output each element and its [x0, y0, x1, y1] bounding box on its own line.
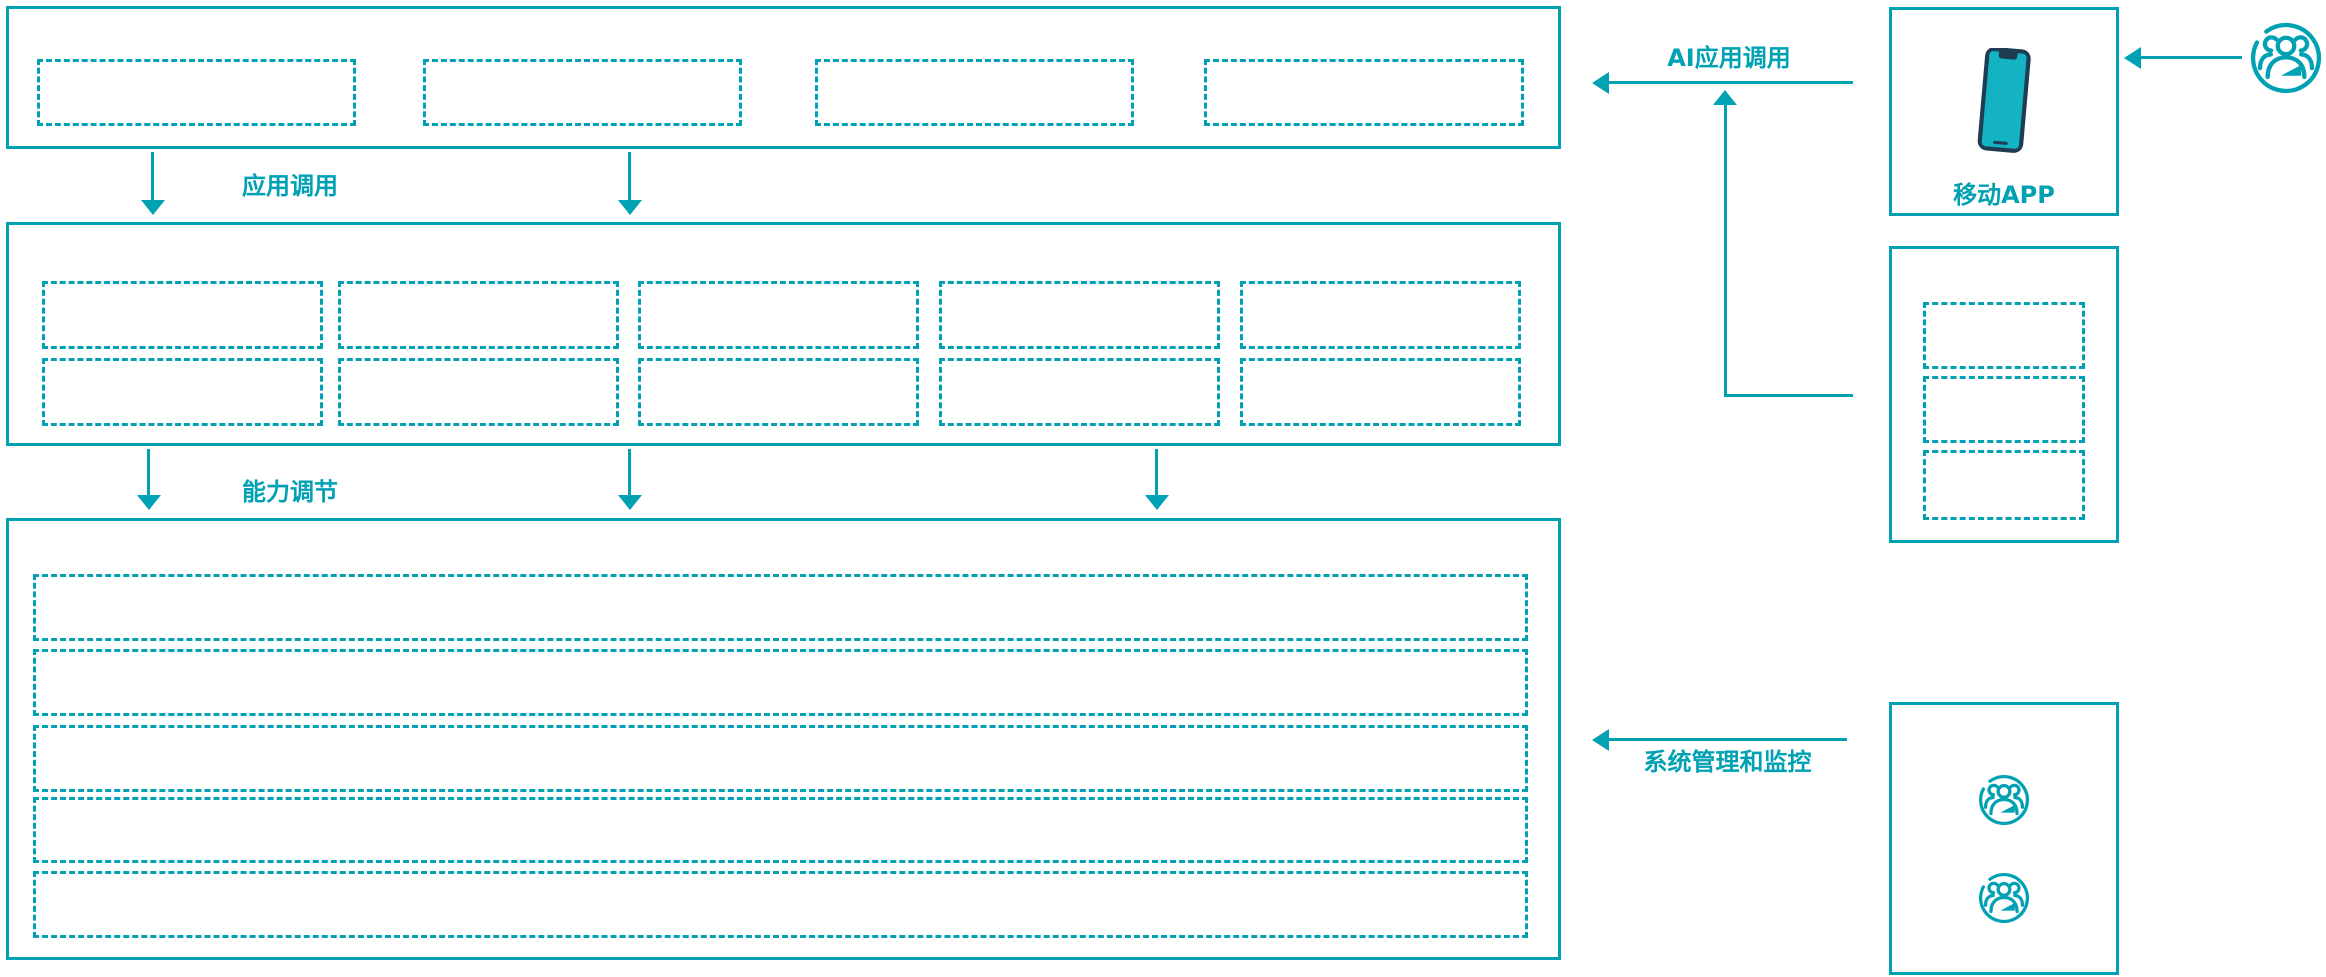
- ai-app-call-label: AI应用调用: [1667, 44, 1791, 72]
- middle-placeholder-r2c1: [42, 358, 323, 426]
- bottom-row-placeholder-3: [33, 725, 1528, 792]
- down-arrow-icon: [628, 449, 631, 497]
- up-arrowhead-icon: [1713, 90, 1737, 105]
- middle-placeholder-r1c2: [338, 281, 619, 349]
- smartphone-icon: [1972, 46, 2036, 156]
- mobile-app-box: 移动APP: [1889, 7, 2119, 216]
- bottom-row-placeholder-2: [33, 649, 1528, 716]
- app-call-label: 应用调用: [242, 172, 338, 200]
- top-placeholder-2: [423, 59, 742, 126]
- sdk-placeholder-1: [1923, 302, 2085, 369]
- middle-placeholder-r1c3: [638, 281, 919, 349]
- connector-line: [1724, 394, 1853, 397]
- down-arrow-icon: [147, 449, 150, 497]
- top-placeholder-3: [815, 59, 1134, 126]
- down-arrow-icon: [151, 152, 154, 202]
- left-arrow-icon: [1608, 738, 1847, 741]
- left-arrow-icon: [1608, 81, 1853, 84]
- middle-placeholder-r2c4: [939, 358, 1220, 426]
- system-monitor-label: 系统管理和监控: [1643, 748, 1812, 776]
- middle-placeholder-r2c3: [638, 358, 919, 426]
- sdk-box: [1889, 246, 2119, 543]
- middle-placeholder-r1c1: [42, 281, 323, 349]
- sdk-placeholder-3: [1923, 450, 2085, 520]
- capability-adjust-label: 能力调节: [242, 478, 338, 506]
- middle-layer-box: [6, 222, 1561, 446]
- left-arrowhead-icon: [2124, 47, 2141, 69]
- down-arrow-icon: [1155, 449, 1158, 497]
- middle-placeholder-r2c5: [1240, 358, 1521, 426]
- bottom-layer-box: [6, 518, 1561, 960]
- down-arrow-icon: [628, 152, 631, 202]
- down-arrowhead-icon: [618, 495, 642, 510]
- middle-placeholder-r1c4: [939, 281, 1220, 349]
- top-layer-box: [6, 6, 1561, 149]
- middle-placeholder-r1c5: [1240, 281, 1521, 349]
- sdk-placeholder-2: [1923, 376, 2085, 443]
- left-arrowhead-icon: [1592, 729, 1609, 751]
- down-arrowhead-icon: [137, 495, 161, 510]
- up-arrow-icon: [1724, 103, 1727, 397]
- monitor-users-box: [1889, 702, 2119, 975]
- users-icon: [1977, 773, 2031, 827]
- down-arrowhead-icon: [141, 200, 165, 215]
- top-placeholder-1: [37, 59, 356, 126]
- mobile-app-label: 移动APP: [1953, 181, 2055, 209]
- users-icon: [1977, 871, 2031, 925]
- bottom-row-placeholder-1: [33, 574, 1528, 641]
- top-placeholder-4: [1204, 59, 1524, 126]
- left-arrow-icon: [2140, 56, 2242, 59]
- bottom-row-placeholder-5: [33, 871, 1528, 938]
- left-arrowhead-icon: [1592, 72, 1609, 94]
- bottom-row-placeholder-4: [33, 797, 1528, 863]
- down-arrowhead-icon: [618, 200, 642, 215]
- down-arrowhead-icon: [1145, 495, 1169, 510]
- middle-placeholder-r2c2: [338, 358, 619, 426]
- users-icon: [2248, 20, 2324, 96]
